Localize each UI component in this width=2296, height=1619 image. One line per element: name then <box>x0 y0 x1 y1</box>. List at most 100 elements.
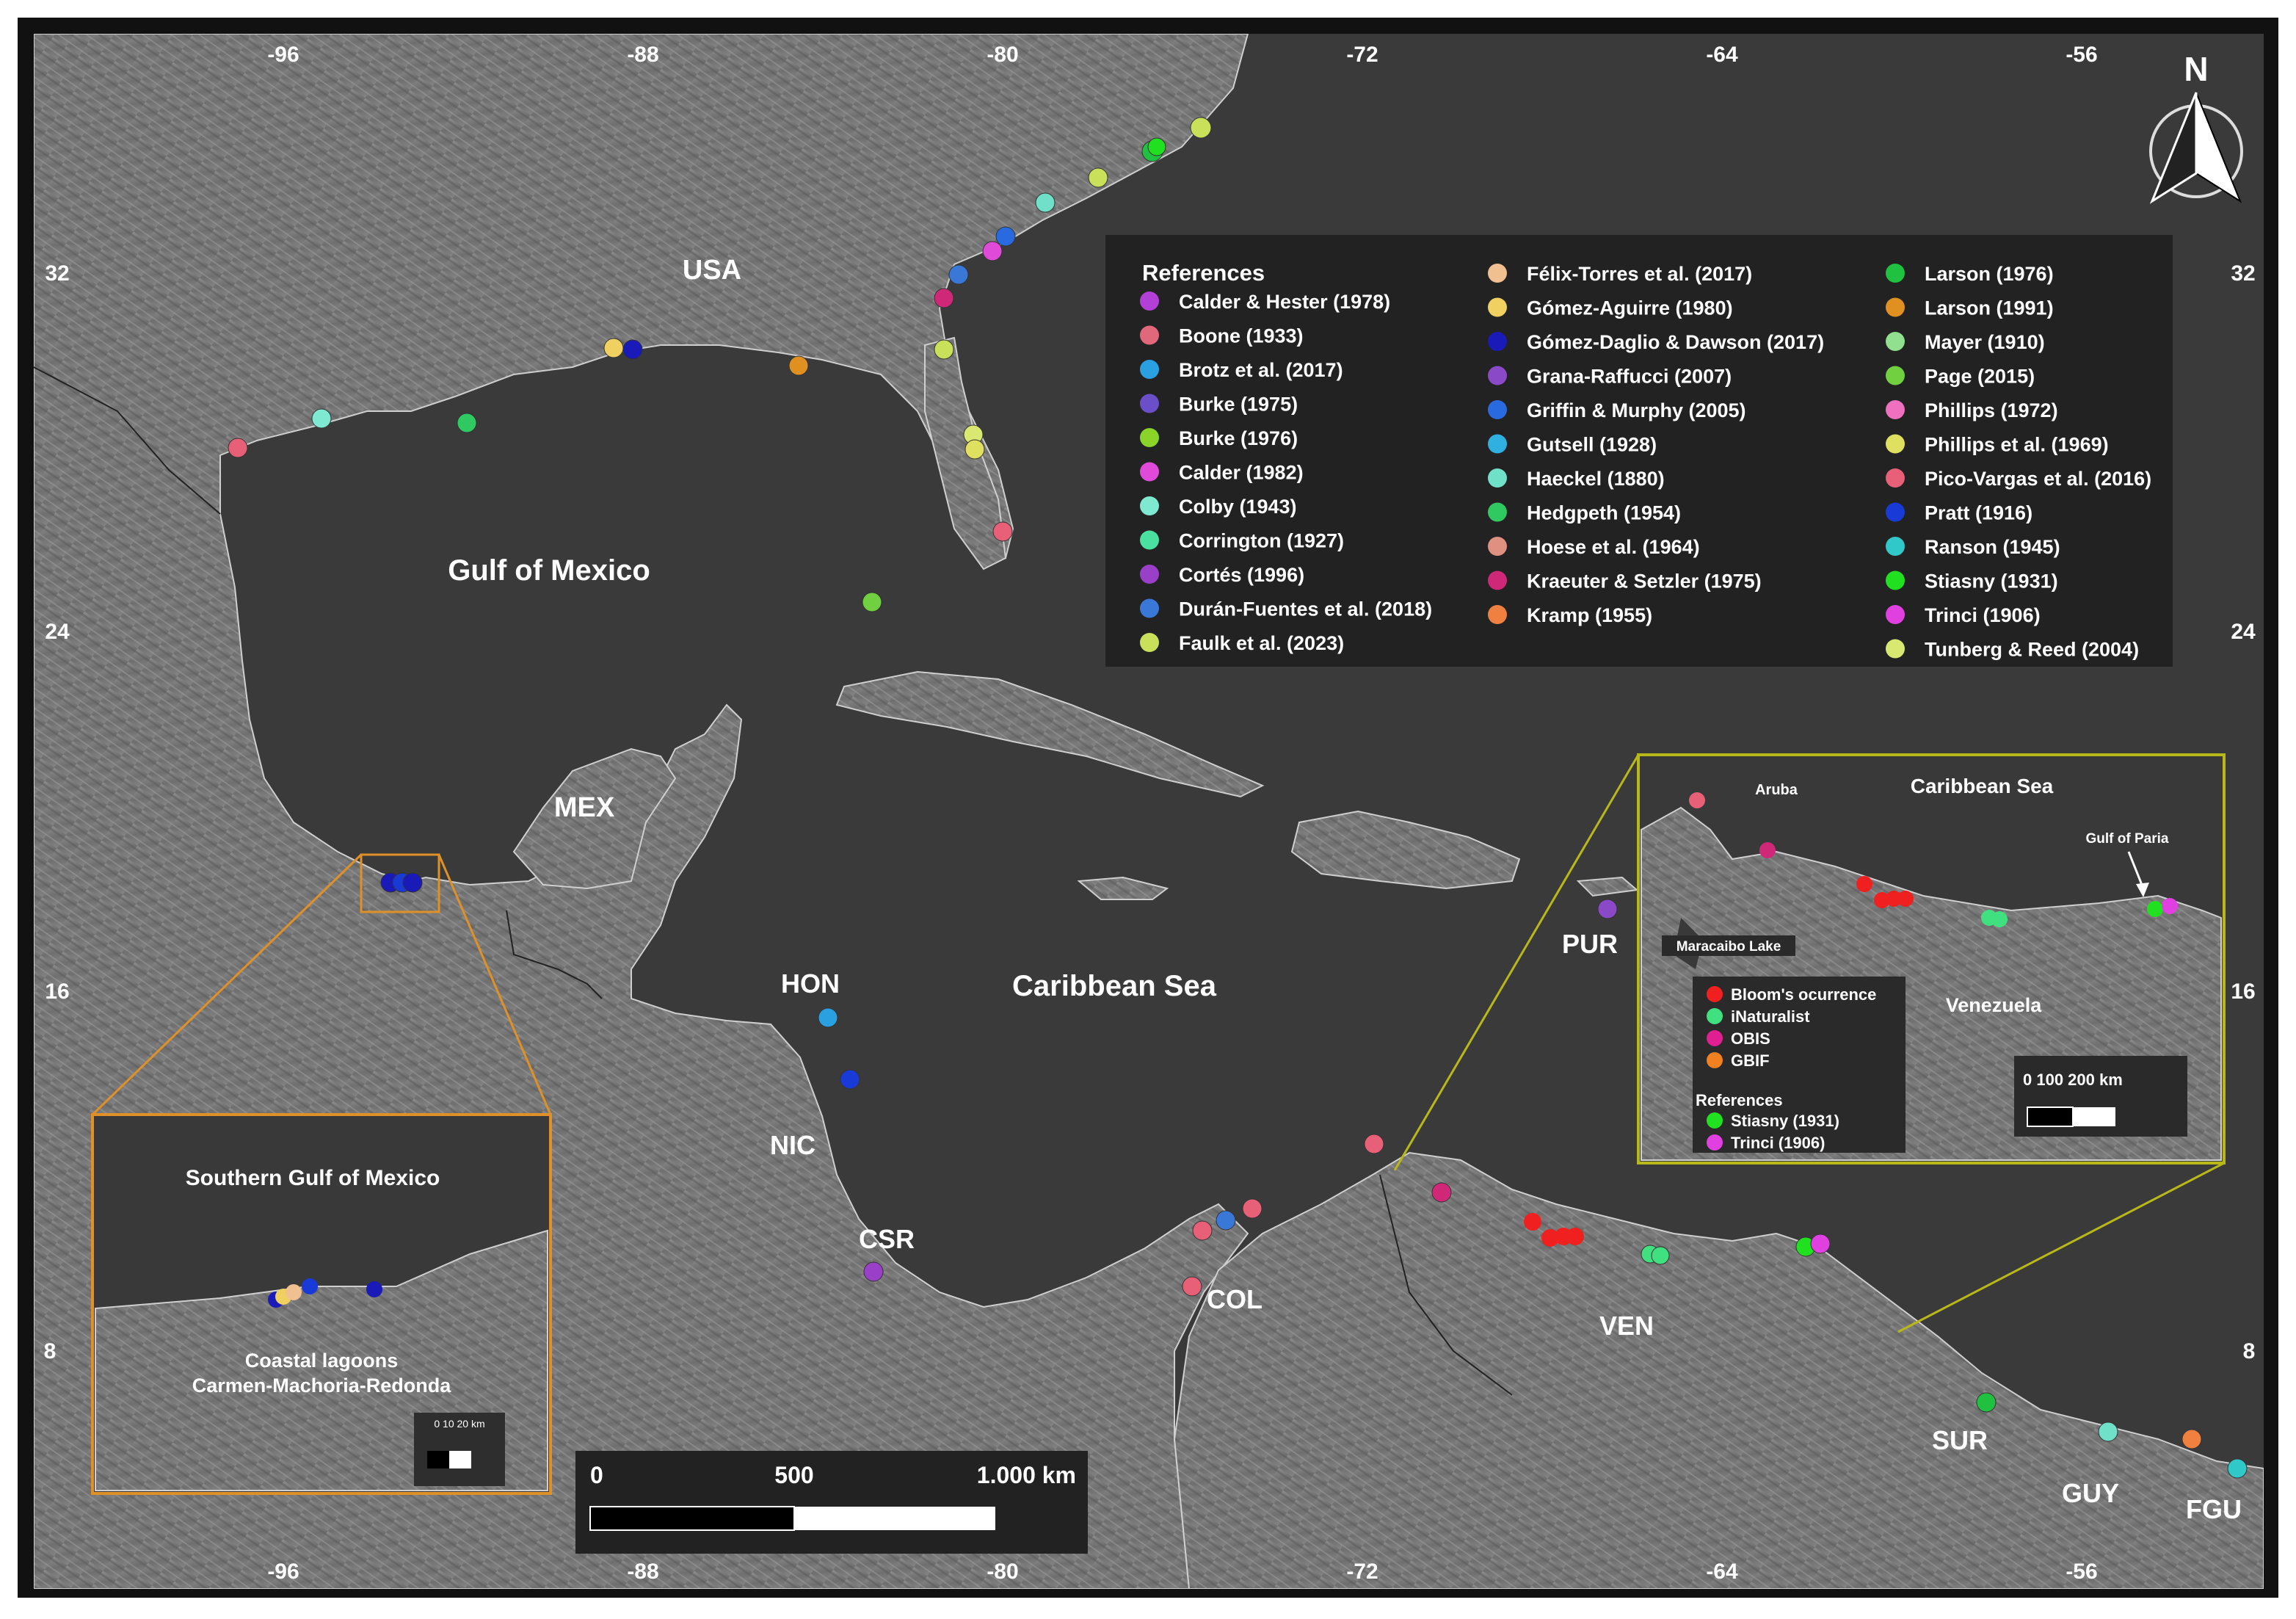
legend-swatch <box>1140 360 1159 379</box>
occurrence-point <box>840 1069 860 1090</box>
legend-label: Corrington (1927) <box>1179 530 1344 552</box>
occurrence-point <box>934 339 954 360</box>
legend-label: Kramp (1955) <box>1527 604 1652 626</box>
lon-label-top: -72 <box>1346 43 1378 67</box>
legend-label: Colby (1943) <box>1179 496 1297 518</box>
legend-label: Grana-Raffucci (2007) <box>1527 366 1732 388</box>
legend-label: Brotz et al. (2017) <box>1179 359 1343 381</box>
scale-label-1000: 1.000 km <box>977 1462 1076 1488</box>
inset-ven-paria-pointer <box>2127 851 2145 889</box>
region-label-csr: CSR <box>859 1224 915 1254</box>
legend-swatch <box>1140 633 1159 652</box>
legend-swatch <box>1488 297 1507 317</box>
legend-swatch <box>1488 537 1507 556</box>
occurrence-point <box>1651 1246 1670 1265</box>
occurrence-point <box>995 226 1016 247</box>
inset-ven-legend-swatch <box>1707 986 1723 1002</box>
legend-swatch <box>1886 605 1905 624</box>
legend-label: Boone (1933) <box>1179 325 1304 347</box>
inset-ven-legend-label: iNaturalist <box>1731 1007 1810 1026</box>
occurrence-point <box>992 521 1013 542</box>
occurrence-point <box>1147 137 1166 156</box>
inset-ven-legend-label: GBIF <box>1731 1051 1770 1070</box>
inset-sgom-scale: 0 10 20 km <box>414 1413 505 1486</box>
legend-swatch <box>1488 400 1507 419</box>
occurrence-point <box>1190 117 1212 139</box>
legend-label: Félix-Torres et al. (2017) <box>1527 263 1752 285</box>
legend-swatch <box>1140 496 1159 515</box>
region-label-sur: SUR <box>1932 1425 1988 1455</box>
occurrence-point <box>228 438 248 458</box>
lon-label-bottom: -96 <box>267 1560 299 1584</box>
inset-sgom-point <box>286 1284 302 1300</box>
region-label-mex: MEX <box>554 792 615 823</box>
occurrence-point <box>862 592 882 612</box>
inset-ven-paria-arrowhead <box>2136 883 2149 897</box>
lat-label-left: 24 <box>45 620 70 644</box>
lon-label-bottom: -56 <box>2066 1560 2097 1584</box>
legend-label: Mayer (1910) <box>1925 331 2045 353</box>
legend-label: Gómez-Aguirre (1980) <box>1527 297 1733 319</box>
legend-swatch <box>1488 434 1507 454</box>
lon-label-bottom: -88 <box>627 1560 658 1584</box>
inset-ven-ref-swatch <box>1707 1134 1723 1151</box>
legend-label: Stiasny (1931) <box>1925 571 2058 593</box>
occurrence-point <box>1088 167 1108 188</box>
region-label-hon: HON <box>781 968 840 999</box>
occurrence-point <box>964 439 985 460</box>
lat-label-right: 24 <box>2231 620 2256 644</box>
occurrence-point <box>402 872 423 893</box>
inset-ven-scale: 0 100 200 km <box>2014 1056 2187 1137</box>
inset-sgom-scale-label: 0 10 20 km <box>434 1418 484 1430</box>
inset-sgom: Southern Gulf of Mexico Coastal lagoons … <box>91 1113 552 1495</box>
lat-label-left: 16 <box>45 979 69 1004</box>
occurrence-point <box>457 413 477 433</box>
inset-sgom-point <box>366 1281 382 1297</box>
legend-label: Burke (1976) <box>1179 427 1298 449</box>
border-usa-mexico <box>34 366 221 515</box>
inset-sgom-title: Southern Gulf of Mexico <box>186 1166 440 1190</box>
occurrence-point <box>311 408 332 429</box>
region-label-nic: NIC <box>770 1130 815 1160</box>
occurrence-point <box>1524 1213 1541 1231</box>
legend-swatch <box>1140 325 1159 345</box>
occurrence-point <box>1976 1392 1997 1413</box>
legend-label: Larson (1976) <box>1925 263 2054 285</box>
legend-label: Calder & Hester (1978) <box>1179 291 1390 313</box>
occurrence-point <box>863 1261 884 1282</box>
legend-label: Pratt (1916) <box>1925 502 2032 524</box>
legend-swatch <box>1886 297 1905 317</box>
inset-ven-venezuela: Venezuela <box>1946 994 2043 1016</box>
inset-ven-ref-swatch <box>1707 1112 1723 1129</box>
legend-swatch <box>1488 366 1507 385</box>
occurrence-point <box>934 288 954 308</box>
legend-label: Trinci (1906) <box>1925 604 2041 626</box>
occurrence-point <box>982 241 1003 261</box>
legend-swatch <box>1886 639 1905 659</box>
border-central-america <box>506 910 603 999</box>
lat-label-right: 8 <box>2243 1339 2256 1363</box>
occurrence-point <box>1541 1229 1559 1247</box>
legend-swatch <box>1886 434 1905 454</box>
legend-label: Griffin & Murphy (2005) <box>1527 399 1746 421</box>
inset-ven-point <box>1874 892 1890 908</box>
occurrence-point <box>1566 1228 1584 1245</box>
landmass-hispaniola <box>1290 810 1521 890</box>
inset-ven-ref-label: Stiasny (1931) <box>1731 1112 1839 1130</box>
legend-label: Hoese et al. (1964) <box>1527 536 1700 558</box>
occurrence-point <box>1242 1198 1263 1219</box>
legend-swatch <box>1886 537 1905 556</box>
inset-ven-point <box>1897 891 1914 907</box>
inset-ven-point <box>1856 876 1872 892</box>
inset-ven-scale-label: 0 100 200 km <box>2023 1071 2123 1089</box>
legend-swatch <box>1886 366 1905 385</box>
region-label-usa: USA <box>683 255 741 286</box>
occurrence-points <box>228 117 2248 1479</box>
legend-swatch <box>1140 565 1159 584</box>
legend-label: Haeckel (1880) <box>1527 468 1665 490</box>
legend-swatch <box>1488 571 1507 590</box>
occurrence-point <box>1597 899 1618 919</box>
legend-label: Durán-Fuentes et al. (2018) <box>1179 598 1432 620</box>
lon-label-top: -80 <box>987 43 1018 67</box>
landmass-jamaica <box>1077 876 1169 900</box>
